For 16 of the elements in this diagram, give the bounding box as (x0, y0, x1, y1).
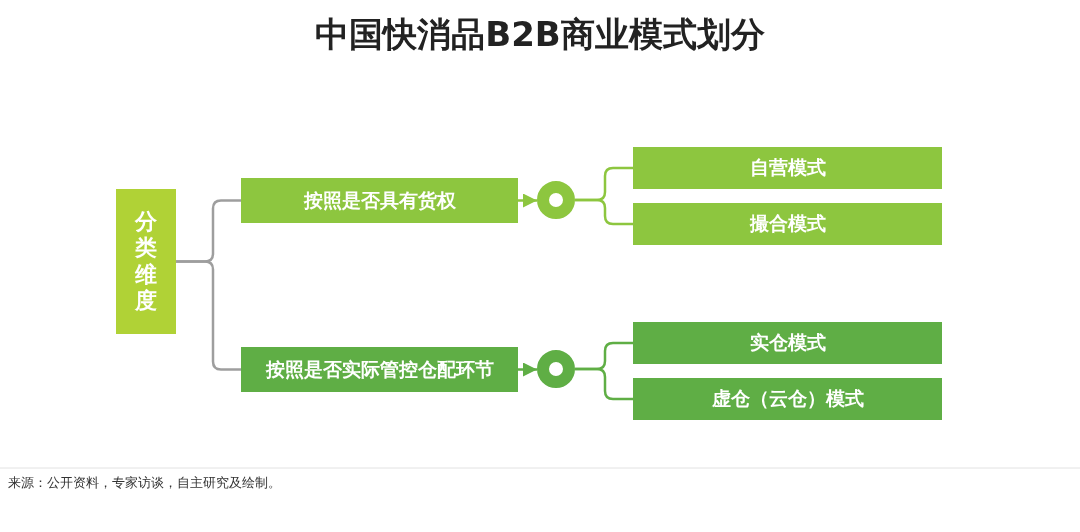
mode-box: 撮合模式 (633, 203, 942, 245)
arrow (518, 362, 537, 377)
category-box: 分类维度 (116, 189, 176, 334)
mode-box: 自营模式 (633, 147, 942, 189)
title: 中国快消品B2B商业模式划分 (314, 13, 766, 56)
mode-box: 实仓模式 (633, 322, 942, 364)
ring-icon (537, 350, 575, 388)
bracket-line (176, 260, 241, 371)
ring-icon (537, 181, 575, 219)
mode-box: 虚仓（云仓）模式 (633, 378, 942, 420)
bracket-line (575, 198, 633, 226)
arrow (518, 193, 537, 208)
bracket-line (575, 367, 633, 401)
criterion-box: 按照是否具有货权 (241, 178, 518, 223)
criterion-box: 按照是否实际管控仓配环节 (241, 347, 518, 392)
source-note: 来源：公开资料，专家访谈，自主研究及绘制。 (8, 474, 281, 492)
